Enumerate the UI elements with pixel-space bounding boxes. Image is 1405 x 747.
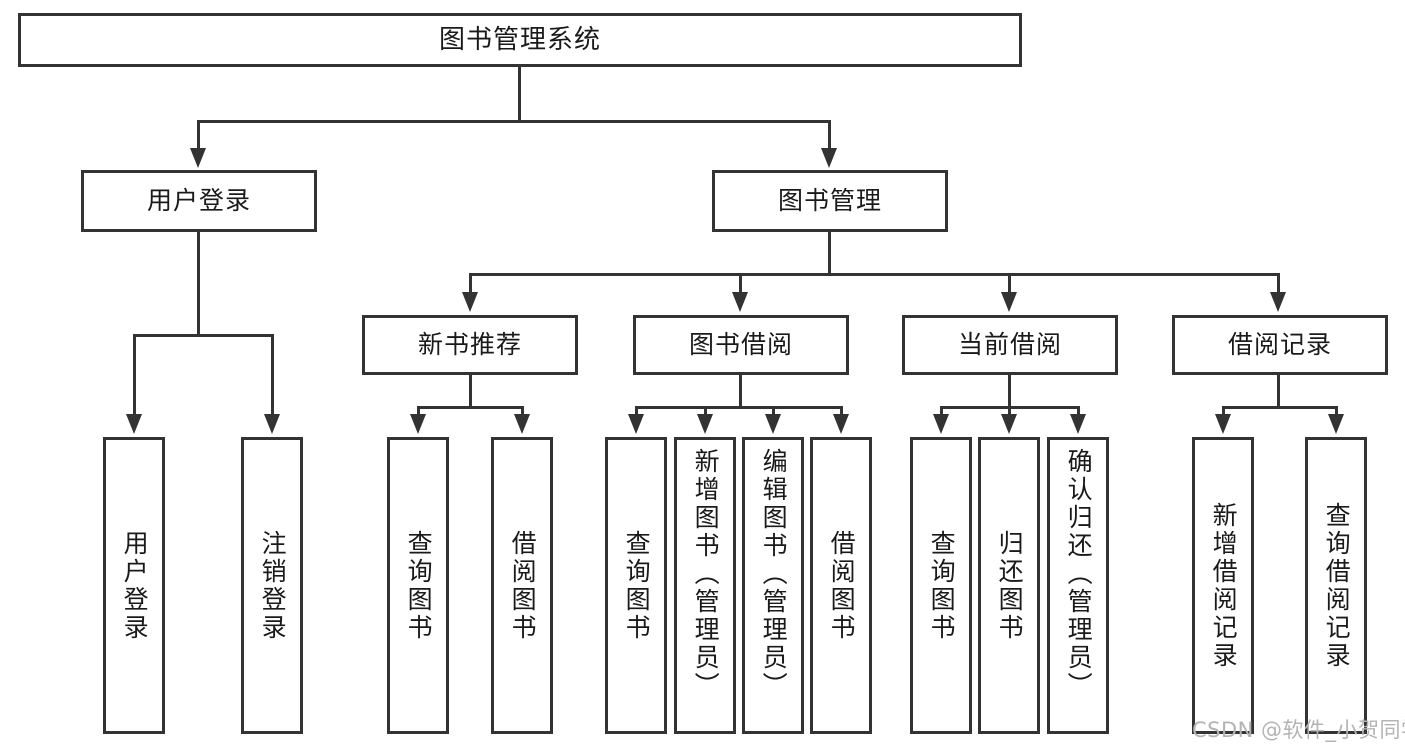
arrowhead-leaf-user-login — [126, 414, 142, 434]
edge-bb-leaf-4 — [840, 406, 843, 418]
edge-to-borrow-record — [1277, 273, 1280, 295]
arrowhead-new-book-recommend — [462, 292, 478, 312]
edge-book-management-stem — [828, 232, 831, 276]
leaf-user-login[interactable]: 用户登录 — [103, 437, 165, 734]
leaf-query-book-recommend[interactable]: 查询图书 — [387, 437, 449, 734]
arrowhead-nbr-leaf-2 — [514, 414, 530, 434]
edge-new-book-recommend-bus — [417, 406, 524, 409]
edge-book-borrow-bus — [635, 406, 843, 409]
arrowhead-cb-leaf-3 — [1070, 414, 1086, 434]
leaf-borrow-book-recommend[interactable]: 借阅图书 — [491, 437, 553, 734]
node-new-book-recommend[interactable]: 新书推荐 — [362, 315, 578, 375]
arrowhead-current-borrow — [1001, 292, 1017, 312]
edge-root-bus — [197, 120, 831, 123]
leaf-add-borrow-record[interactable]: 新增借阅记录 — [1192, 437, 1254, 734]
node-label: 用户登录 — [120, 529, 150, 642]
leaf-edit-book-admin[interactable]: 编辑图书（管理员） — [742, 437, 804, 734]
node-label: 当前借阅 — [957, 330, 1062, 360]
edge-to-book-management — [828, 120, 831, 150]
edge-cb-leaf-2 — [1008, 406, 1011, 418]
arrowhead-book-management — [821, 148, 837, 168]
edge-cb-leaf-1 — [940, 406, 943, 418]
edge-cb-leaf-3 — [1077, 406, 1080, 418]
node-label: 确认归还（管理员） — [1064, 448, 1094, 700]
node-borrow-record[interactable]: 借阅记录 — [1172, 315, 1388, 375]
arrowhead-cb-leaf-2 — [1001, 414, 1017, 434]
node-label: 查询图书 — [404, 529, 434, 642]
node-label: 归还图书 — [995, 529, 1025, 642]
node-user-login[interactable]: 用户登录 — [81, 170, 317, 232]
node-label: 查询图书 — [927, 529, 957, 642]
arrowhead-br-leaf-2 — [1328, 414, 1344, 434]
edge-borrow-record-bus — [1222, 406, 1338, 409]
leaf-confirm-return-admin[interactable]: 确认归还（管理员） — [1047, 437, 1109, 734]
node-book-management[interactable]: 图书管理 — [712, 170, 948, 232]
leaf-return-book[interactable]: 归还图书 — [978, 437, 1040, 734]
leaf-add-book-admin[interactable]: 新增图书（管理员） — [674, 437, 736, 734]
edge-to-user-login — [197, 120, 200, 150]
leaf-logout[interactable]: 注销登录 — [241, 437, 303, 734]
arrowhead-br-leaf-1 — [1215, 414, 1231, 434]
node-label: 新增图书（管理员） — [691, 448, 721, 700]
node-book-borrow[interactable]: 图书借阅 — [633, 315, 849, 375]
arrowhead-book-borrow — [732, 292, 748, 312]
arrowhead-bb-leaf-4 — [833, 414, 849, 434]
node-label: 注销登录 — [258, 529, 288, 642]
csdn-watermark: CSDN @软件_小贺同学 — [1192, 718, 1405, 742]
node-label: 编辑图书（管理员） — [759, 448, 789, 700]
edge-br-leaf-2 — [1335, 406, 1338, 418]
node-current-borrow[interactable]: 当前借阅 — [902, 315, 1118, 375]
edge-nbr-leaf-2 — [521, 406, 524, 418]
edge-user-login-leaf-1 — [133, 334, 136, 417]
node-label: 图书借阅 — [688, 330, 793, 360]
edge-bb-leaf-2 — [704, 406, 707, 418]
edge-book-management-bus — [469, 273, 1280, 276]
edge-borrow-record-stem — [1277, 375, 1280, 408]
arrowhead-leaf-logout — [264, 414, 280, 434]
edge-bb-leaf-1 — [635, 406, 638, 418]
edge-user-login-bus — [133, 334, 274, 337]
node-label: 用户登录 — [146, 186, 251, 216]
edge-new-book-recommend-stem — [469, 375, 472, 408]
arrowhead-nbr-leaf-1 — [410, 414, 426, 434]
leaf-query-book-current[interactable]: 查询图书 — [910, 437, 972, 734]
node-label: 借阅图书 — [508, 529, 538, 642]
leaf-query-book-borrow[interactable]: 查询图书 — [605, 437, 667, 734]
node-label: 查询借阅记录 — [1322, 501, 1352, 670]
node-label: 新增借阅记录 — [1209, 501, 1239, 670]
edge-nbr-leaf-1 — [417, 406, 420, 418]
edge-br-leaf-1 — [1222, 406, 1225, 418]
edge-root-stem — [518, 67, 521, 122]
edge-user-login-leaf-2 — [271, 334, 274, 417]
edge-user-login-stem — [197, 232, 200, 337]
arrowhead-user-login — [190, 148, 206, 168]
node-label: 图书管理 — [777, 186, 882, 216]
edge-to-book-borrow — [739, 273, 742, 295]
edge-to-new-book-recommend — [469, 273, 472, 295]
arrowhead-bb-leaf-2 — [697, 414, 713, 434]
node-label: 图书管理系统 — [438, 24, 601, 55]
leaf-query-borrow-record[interactable]: 查询借阅记录 — [1305, 437, 1367, 734]
leaf-borrow-book[interactable]: 借阅图书 — [810, 437, 872, 734]
arrowhead-bb-leaf-1 — [628, 414, 644, 434]
edge-to-current-borrow — [1008, 273, 1011, 295]
edge-bb-leaf-3 — [772, 406, 775, 418]
node-label: 新书推荐 — [417, 330, 522, 360]
node-label: 查询图书 — [622, 529, 652, 642]
arrowhead-cb-leaf-1 — [933, 414, 949, 434]
node-book-management-system[interactable]: 图书管理系统 — [18, 13, 1022, 67]
arrowhead-bb-leaf-3 — [765, 414, 781, 434]
arrowhead-borrow-record — [1270, 292, 1286, 312]
edge-current-borrow-stem — [1008, 375, 1011, 408]
edge-book-borrow-stem — [739, 375, 742, 408]
node-label: 借阅记录 — [1227, 330, 1332, 360]
node-label: 借阅图书 — [827, 529, 857, 642]
